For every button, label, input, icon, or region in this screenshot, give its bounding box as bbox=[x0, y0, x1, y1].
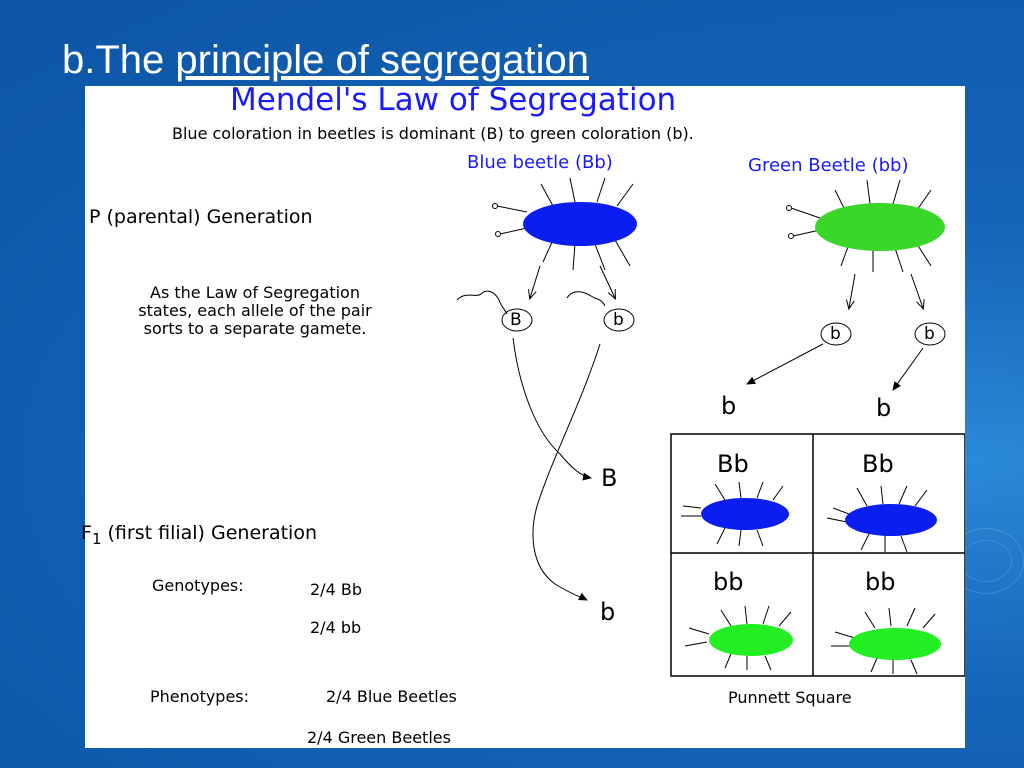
gamete-b-green-2: b bbox=[924, 324, 935, 344]
green-gamete-arrows bbox=[746, 343, 924, 391]
gamete-b-green-1: b bbox=[830, 324, 841, 344]
law-text: As the Law of Segregation states, each a… bbox=[97, 284, 413, 338]
punnett-caption: Punnett Square bbox=[728, 688, 852, 707]
green-parent-beetle bbox=[786, 179, 945, 273]
punnett-cell-genotype-3: bb bbox=[713, 568, 744, 596]
slide-title: b.The principle of segregation bbox=[62, 36, 589, 84]
segregation-diagram: Mendel's Law of Segregation Blue colorat… bbox=[81, 82, 965, 748]
law-text-line: states, each allele of the pair bbox=[138, 301, 372, 320]
f1-rest: (first filial) Generation bbox=[101, 522, 317, 544]
blue-parent-label: Blue beetle (Bb) bbox=[467, 152, 613, 173]
punnett-column-label-1: b bbox=[721, 392, 737, 420]
phenotypes-label: Phenotypes: bbox=[150, 687, 250, 706]
genotypes-label: Genotypes: bbox=[152, 576, 244, 595]
parent-to-gamete-arrows bbox=[456, 265, 923, 315]
p-generation-label: P (parental) Generation bbox=[89, 206, 313, 228]
punnett-row-label-B: B bbox=[601, 464, 618, 492]
slide-title-prefix: b.The bbox=[62, 38, 176, 82]
punnett-beetle-4 bbox=[831, 607, 941, 675]
punnett-cell-genotype-2: Bb bbox=[862, 450, 894, 478]
law-text-line: As the Law of Segregation bbox=[150, 283, 360, 302]
gamete-B-blue: B bbox=[510, 310, 522, 330]
punnett-row-label-b: b bbox=[600, 598, 616, 626]
crossing-curves bbox=[512, 337, 601, 601]
f1-subscript: 1 bbox=[91, 529, 102, 548]
punnett-beetle-1 bbox=[681, 481, 789, 547]
figure-heading: Mendel's Law of Segregation bbox=[230, 82, 677, 118]
punnett-column-label-2: b bbox=[876, 394, 892, 422]
punnett-cell-genotype-4: bb bbox=[865, 568, 896, 596]
f1-generation-label: F1 (first filial) Generation bbox=[81, 522, 317, 548]
punnett-beetle-2 bbox=[826, 485, 937, 553]
phenotype-value-1: 2/4 Blue Beetles bbox=[326, 687, 457, 706]
punnett-beetle-3 bbox=[684, 605, 793, 671]
diagram-drawing bbox=[456, 177, 965, 677]
blue-beetle-body bbox=[523, 202, 637, 246]
blue-parent-beetle bbox=[492, 177, 637, 271]
green-beetle-body bbox=[815, 203, 945, 251]
gamete-circles bbox=[501, 308, 946, 346]
green-parent-label: Green Beetle (bb) bbox=[748, 155, 909, 176]
law-text-line: sorts to a separate gamete. bbox=[143, 319, 367, 338]
punnett-grid bbox=[670, 433, 965, 677]
punnett-cell-genotype-1: Bb bbox=[717, 450, 749, 478]
phenotype-value-2: 2/4 Green Beetles bbox=[307, 728, 451, 747]
slide-title-underlined: principle of segregation bbox=[175, 38, 589, 82]
figure-subheading: Blue coloration in beetles is dominant (… bbox=[172, 124, 694, 143]
gamete-b-blue: b bbox=[613, 310, 624, 330]
genotype-value-1: 2/4 Bb bbox=[310, 580, 362, 599]
genotype-value-2: 2/4 bb bbox=[310, 618, 362, 637]
f1-f: F bbox=[81, 522, 92, 544]
